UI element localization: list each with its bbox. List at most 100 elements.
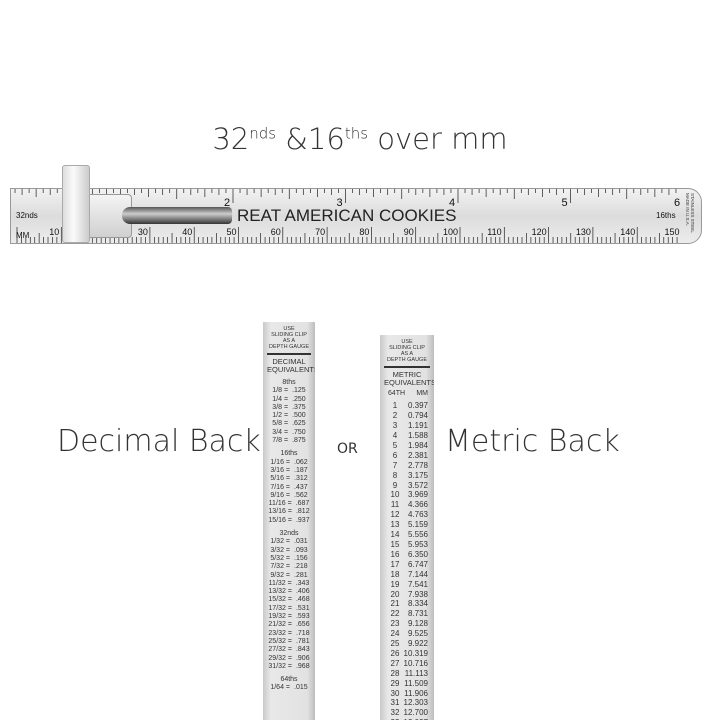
heading-line: METRIC — [392, 370, 422, 379]
decimal-row: 21/32 =.656 — [263, 621, 315, 629]
decimal-row: 5/32 =.156 — [263, 555, 315, 563]
mm-label: 50 — [226, 227, 237, 237]
fraction: 25/32 = — [268, 637, 292, 645]
mm-value: 4.366 — [407, 500, 428, 510]
fraction: 29/32 = — [268, 654, 292, 662]
decimal: .015 — [294, 684, 308, 692]
decimal: .625 — [292, 420, 306, 428]
ruler-mm-label: MM — [16, 231, 30, 240]
fraction-64th: 14 — [390, 530, 400, 540]
metric-row: 14 5.556 — [380, 530, 434, 540]
fraction: 17/32 = — [268, 604, 292, 612]
decimal: .343 — [295, 579, 310, 587]
mm-label: 130 — [575, 227, 591, 237]
decimal: .531 — [295, 604, 310, 612]
decimal-row: 15/16 =.937 — [263, 517, 315, 525]
pocket-clip — [122, 207, 232, 224]
decimal-row: 1/32 =.031 — [263, 538, 315, 546]
decimal-row: 5/16 =.312 — [263, 475, 315, 483]
decimal: .156 — [294, 554, 308, 562]
fraction: 31/32 = — [268, 662, 292, 670]
fraction-64th: 9 — [392, 480, 398, 490]
fraction: 3/8 = — [272, 403, 289, 411]
fraction: 3/4 = — [272, 428, 289, 436]
metric-row: 3313.097 — [380, 718, 434, 720]
section-title: 64ths — [280, 676, 298, 684]
fraction-64th: 17 — [390, 559, 400, 569]
mm-value: 4.763 — [407, 510, 428, 520]
fraction: 5/16 = — [270, 475, 291, 483]
decimal-row: 13/16 =.812 — [263, 508, 315, 516]
mm-value: 2.381 — [407, 450, 428, 460]
fraction-64th: 21 — [390, 599, 400, 609]
decimal-row: 11/16 =.687 — [263, 500, 315, 508]
note-line: DEPTH GAUGE — [268, 344, 310, 350]
fraction-64th: 2 — [392, 411, 398, 421]
decimal: .312 — [294, 475, 308, 483]
decimal: .093 — [294, 546, 308, 554]
decimal-row: 3/4 =.750 — [263, 429, 315, 437]
heading-line: EQUIVALENTS — [384, 378, 434, 387]
fraction-64th: 25 — [390, 639, 400, 649]
decimal: .031 — [294, 538, 308, 546]
section-title: 16ths — [280, 450, 298, 458]
decimal-row: 15/32 =.468 — [263, 596, 315, 604]
decimal-row: 9/32 =.281 — [263, 572, 315, 580]
mm-value: 0.397 — [407, 401, 428, 411]
decimal-row: 1/2 =.500 — [263, 412, 315, 420]
decimal-row: 7/32 =.218 — [263, 563, 315, 571]
decimal-row: 11/32 =.343 — [263, 580, 315, 588]
fraction-64th: 7 — [392, 460, 398, 470]
fraction-64th: 10 — [390, 490, 400, 500]
decimal: .281 — [294, 571, 308, 579]
mm-label: 70 — [315, 227, 326, 237]
decimal-row: 27/32 =.843 — [263, 646, 315, 654]
mm-value: 7.144 — [407, 569, 428, 579]
fraction: 1/64 = — [270, 684, 291, 692]
fraction: 5/32 = — [270, 554, 291, 562]
page-title: 32nds &16ths over mm — [0, 122, 720, 156]
mm-value: 5.556 — [407, 530, 428, 540]
decimal: .968 — [295, 662, 310, 670]
fraction-64th: 29 — [390, 678, 400, 688]
inch-label: 3 — [336, 197, 343, 209]
fraction-64th: 28 — [390, 668, 400, 678]
sliding-clip-handle — [62, 165, 90, 243]
fraction-64th: 19 — [390, 579, 400, 589]
decimal-row: 19/32 =.593 — [263, 613, 315, 621]
mm-value: 9.128 — [407, 619, 428, 629]
inch-label: 6 — [674, 197, 681, 209]
fraction: 13/16 = — [268, 508, 292, 516]
mm-value: 8.731 — [407, 609, 428, 619]
decimal-row: 23/32 =.718 — [263, 630, 315, 638]
fraction: 3/16 = — [270, 466, 291, 474]
fraction: 1/16 = — [270, 458, 291, 466]
or-label: OR — [337, 441, 358, 457]
fraction-64th: 24 — [390, 629, 400, 639]
mm-label: 30 — [137, 227, 148, 237]
col-64th: 64TH — [388, 390, 406, 397]
fraction: 9/32 = — [270, 571, 291, 579]
fraction: 5/8 = — [272, 420, 289, 428]
inch-label: 4 — [449, 197, 456, 209]
fraction: 1/32 = — [270, 538, 291, 546]
mm-label: 150 — [664, 227, 680, 237]
fraction: 9/16 = — [270, 491, 291, 499]
fraction-64th: 11 — [390, 500, 400, 510]
decimal: .750 — [292, 428, 306, 436]
decimal: .218 — [294, 563, 308, 571]
